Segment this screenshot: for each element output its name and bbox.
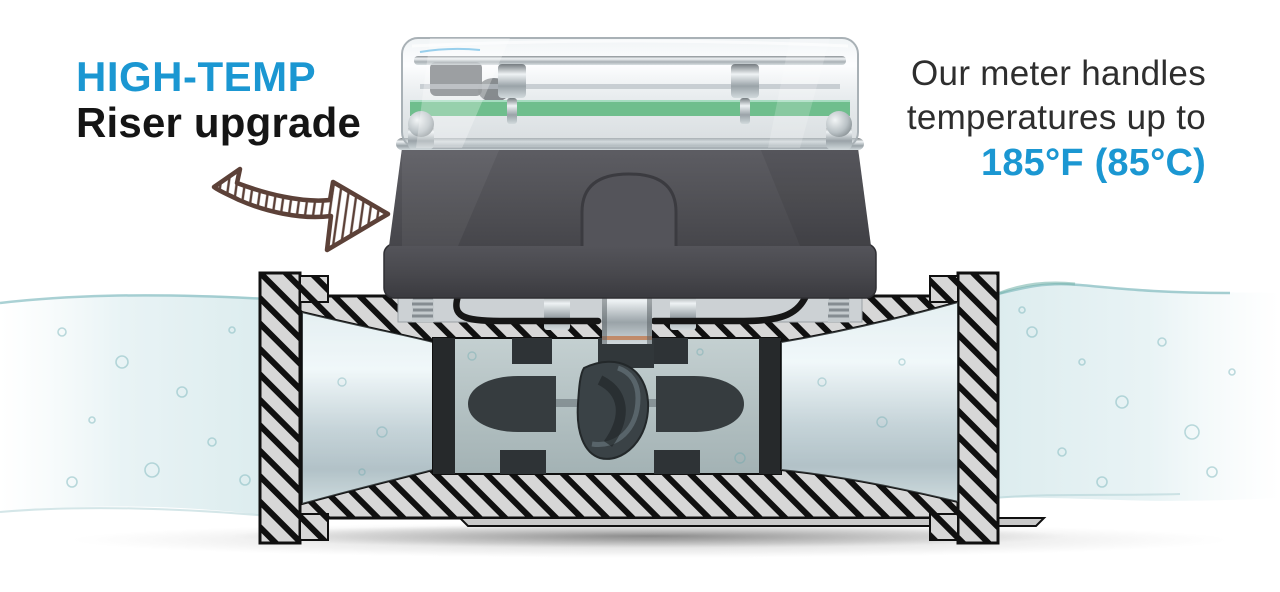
riser-arch <box>580 172 678 246</box>
outlet-cone <box>780 300 959 504</box>
hand-drawn-arrow-icon <box>211 166 391 253</box>
pcb-standoff-right <box>731 64 759 124</box>
transparent-register-cap <box>401 37 859 150</box>
meter-body <box>383 138 877 299</box>
sensor-cable-right <box>650 292 810 325</box>
pcb-standoff-left <box>498 64 526 124</box>
headline-line2: Riser upgrade <box>76 99 362 147</box>
headline-line1: HIGH-TEMP <box>76 53 317 100</box>
water-flow-left <box>0 294 269 517</box>
temperature-callout: Our meter handles temperatures up to 185… <box>907 52 1206 188</box>
inlet-cone <box>301 310 434 506</box>
pipe-flange-left <box>258 271 329 545</box>
headline: HIGH-TEMP Riser upgrade <box>76 53 362 147</box>
pipe-flange-right <box>929 271 1000 545</box>
measuring-chamber <box>432 337 782 475</box>
corner-screw-right <box>826 111 852 150</box>
turbine-rotor <box>576 360 650 460</box>
flow-straightener-left <box>468 376 556 432</box>
ground-shadow <box>70 522 1230 558</box>
water-flow-right <box>989 281 1280 501</box>
corner-screw-left <box>408 111 434 150</box>
callout-line1: Our meter handles <box>911 54 1206 93</box>
flow-straightener-right <box>656 376 744 432</box>
callout-highlight: 185°F (85°C) <box>981 142 1206 185</box>
callout-line2: temperatures up to <box>906 98 1206 138</box>
sensor-cable-left <box>453 292 602 325</box>
